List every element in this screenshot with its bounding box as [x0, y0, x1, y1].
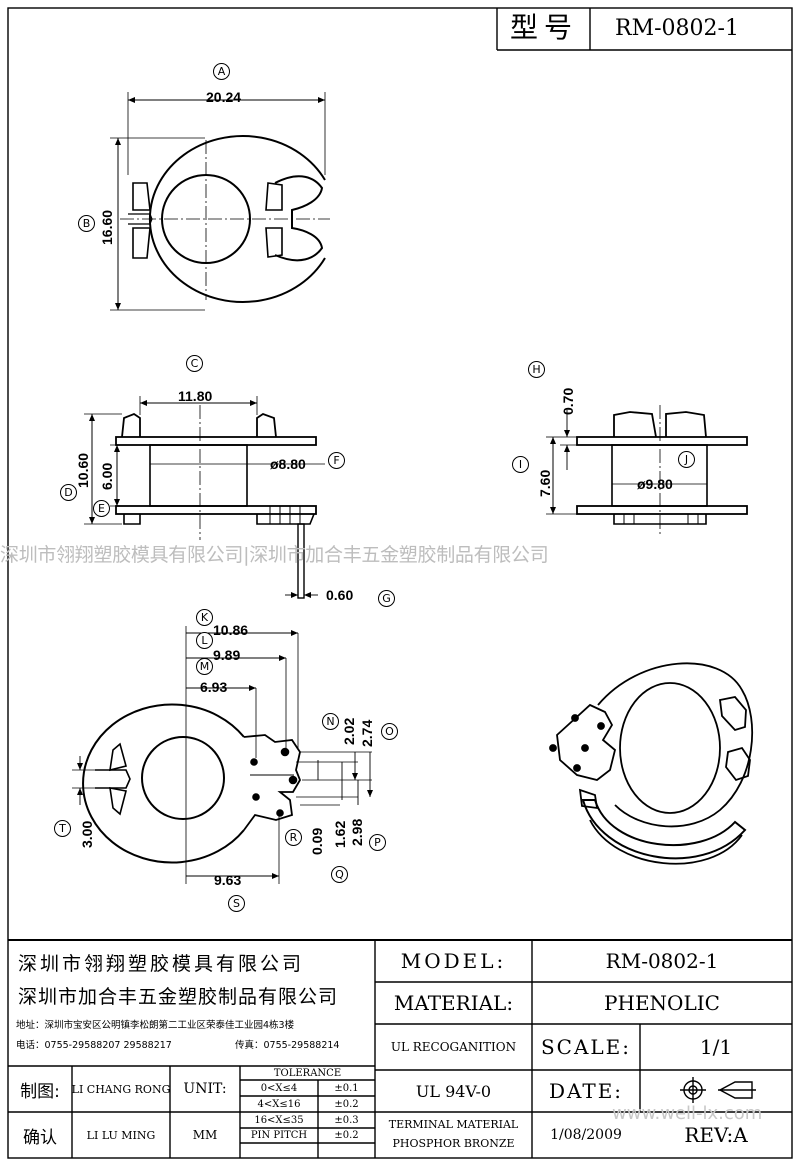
company-address: 地址：深圳市宝安区公明镇李松朗第二工业区荣泰佳工业园4栋3楼 — [16, 1020, 295, 1031]
dim-e: 6.00 — [99, 462, 115, 490]
callout-m: M — [196, 658, 213, 675]
checked-label: 确认 — [23, 1127, 57, 1148]
model-label: MODEL: — [400, 949, 507, 973]
dim-i: 7.60 — [537, 469, 553, 497]
date-label: DATE: — [548, 1079, 624, 1103]
tol-value-3: ±0.2 — [334, 1130, 359, 1141]
company-name-2: 深圳市加合丰五金塑胶制品有限公司 — [18, 986, 339, 1008]
terminal-label-1: TERMINAL MATERIAL — [388, 1117, 519, 1131]
company-fax: 传真：0755-29588214 — [235, 1040, 340, 1051]
dim-o: 2.74 — [359, 719, 375, 747]
watermark-text: 深圳市翎翔塑胶模具有限公司|深圳市加合丰五金塑胶制品有限公司 — [0, 544, 549, 566]
material-value: PHENOLIC — [604, 991, 720, 1015]
dim-c: 11.80 — [178, 388, 213, 404]
callout-s: S — [228, 895, 245, 912]
tolerance-title: TOLERANCE — [273, 1067, 342, 1079]
dim-a: 20.24 — [206, 89, 242, 105]
dim-f: ø8.80 — [270, 456, 306, 472]
callout-e: E — [93, 500, 110, 517]
dim-j: ø9.80 — [637, 476, 673, 492]
dim-p: 2.98 — [349, 818, 365, 846]
terminal-label-2: PHOSPHOR BRONZE — [392, 1136, 515, 1150]
callout-a: A — [213, 63, 230, 80]
side-view — [546, 405, 748, 535]
drawn-label: 制图: — [20, 1081, 60, 1102]
site-watermark: www.well-lx.com — [612, 1103, 763, 1124]
type-label: 型号 — [510, 11, 579, 44]
callout-d: D — [60, 484, 77, 501]
dim-t: 3.00 — [79, 820, 95, 848]
dim-l: 9.89 — [213, 647, 241, 663]
header-model-value: RM-0802-1 — [615, 16, 739, 41]
callout-n: N — [322, 713, 339, 730]
dim-g: 0.60 — [326, 587, 354, 603]
ul-value: UL 94V-0 — [415, 1081, 492, 1101]
dim-k: 10.86 — [213, 622, 249, 638]
model-value: RM-0802-1 — [605, 949, 719, 973]
callout-b: B — [78, 215, 95, 232]
title-block-lines — [8, 940, 792, 1158]
top-view — [110, 92, 330, 311]
callout-j: J — [678, 451, 695, 468]
unit-value: MM — [192, 1128, 218, 1142]
dim-n: 2.02 — [341, 717, 357, 745]
company-name-1: 深圳市翎翔塑胶模具有限公司 — [18, 953, 305, 975]
bottom-view — [72, 626, 373, 884]
tol-range-1: 4<X≤16 — [257, 1098, 301, 1110]
material-label: MATERIAL: — [393, 991, 514, 1015]
tol-range-3: PIN PITCH — [250, 1130, 308, 1141]
drawn-by: LI CHANG RONG — [71, 1082, 171, 1096]
callout-f: F — [328, 452, 345, 469]
unit-label: UNIT: — [183, 1081, 227, 1097]
callout-r: R — [285, 829, 302, 846]
checked-by: LI LU MING — [86, 1128, 156, 1142]
dim-d: 10.60 — [75, 452, 91, 488]
scale-label: SCALE: — [540, 1035, 632, 1059]
ul-label: UL RECOGANITION — [390, 1040, 517, 1054]
callout-h: H — [528, 361, 545, 378]
isometric-view — [549, 662, 753, 865]
tol-range-2: 16<X≤35 — [254, 1114, 304, 1126]
callout-q: Q — [331, 866, 348, 883]
callout-t: T — [54, 820, 71, 837]
tol-range-0: 0<X≤4 — [260, 1082, 298, 1094]
callout-k: K — [196, 609, 213, 626]
company-phone: 电话：0755-29588207 29588217 — [16, 1040, 172, 1051]
tol-value-0: ±0.1 — [334, 1082, 359, 1094]
callout-l: L — [196, 632, 213, 649]
dim-b: 16.60 — [99, 209, 115, 245]
callout-c: C — [186, 355, 203, 372]
dim-r: 0.09 — [309, 827, 325, 855]
callout-g: G — [378, 590, 395, 607]
tol-value-1: ±0.2 — [334, 1098, 359, 1110]
callout-o: O — [381, 723, 398, 740]
scale-value: 1/1 — [699, 1035, 733, 1059]
outer-border — [7, 7, 793, 1159]
dim-q: 1.62 — [332, 820, 348, 848]
callout-p: P — [369, 834, 386, 851]
front-view — [84, 396, 325, 599]
dim-s: 9.63 — [214, 872, 242, 888]
rev-label: REV:A — [684, 1123, 748, 1147]
dim-h: 0.70 — [560, 387, 576, 415]
callout-i: I — [512, 456, 529, 473]
tol-value-2: ±0.3 — [334, 1114, 359, 1126]
dim-m: 6.93 — [200, 679, 228, 695]
date-value: 1/08/2009 — [550, 1127, 622, 1143]
